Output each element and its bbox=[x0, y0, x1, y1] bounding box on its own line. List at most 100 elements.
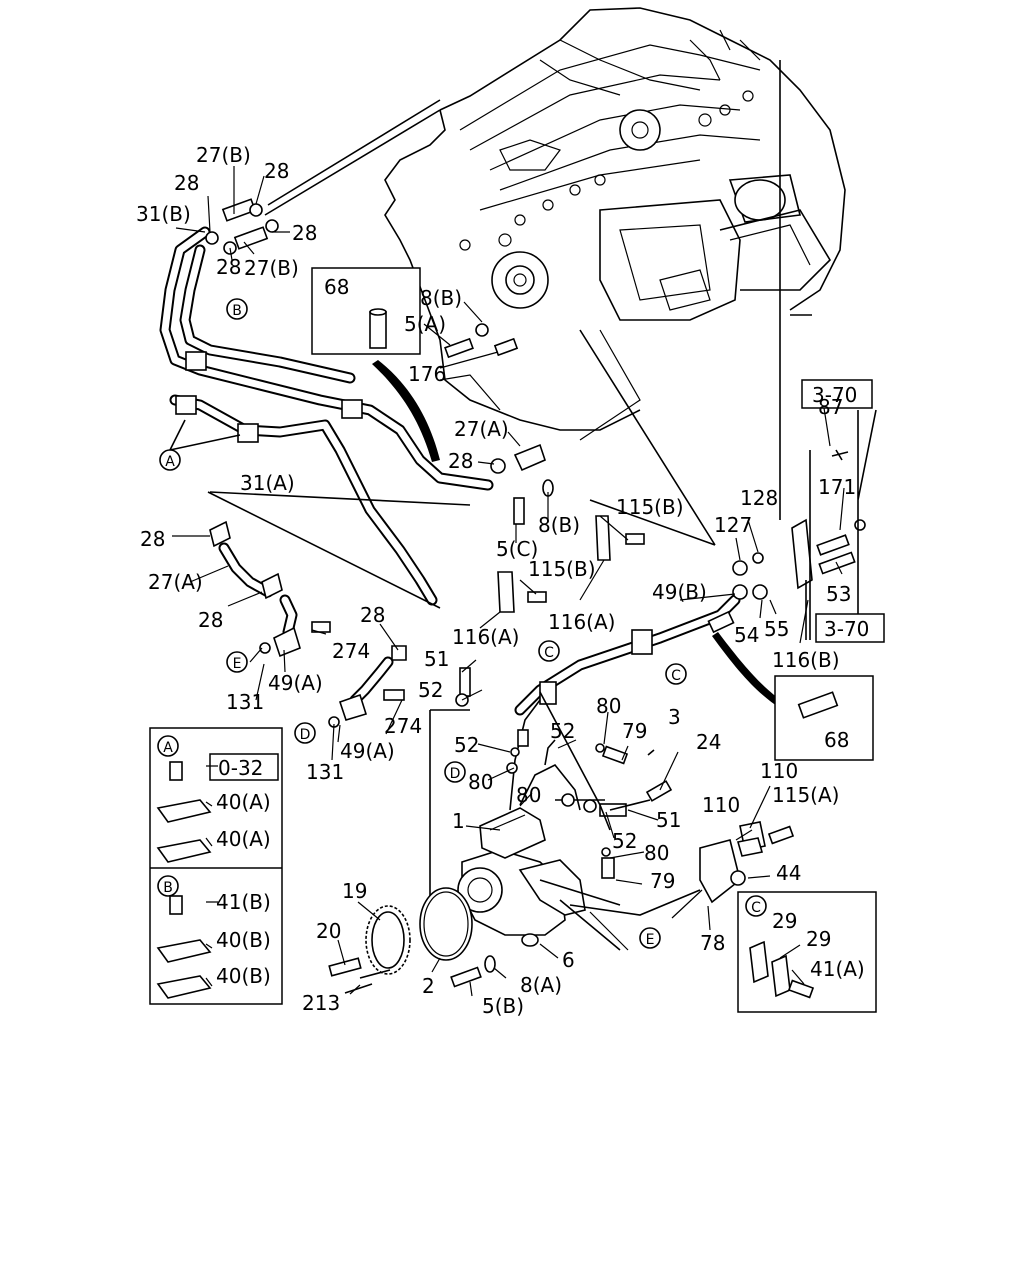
legend-b-item-3: 40(B) bbox=[216, 964, 271, 988]
marker-d-2: D bbox=[450, 766, 461, 782]
callout-28-b: 28 bbox=[174, 171, 199, 195]
part-callouts: 27(B) 28 28 31(B) 28 28 27(B) 68 8(B) 5(… bbox=[136, 143, 856, 1018]
ref-3-70-bottom: 3-70 bbox=[824, 617, 869, 641]
callout-1: 1 bbox=[452, 809, 465, 833]
callout-115b-a: 115(B) bbox=[616, 495, 684, 519]
callout-27b-b: 27(B) bbox=[244, 256, 299, 280]
callout-8b-mid: 8(B) bbox=[538, 513, 580, 537]
marker-b-1: B bbox=[232, 303, 242, 319]
legend-labels: 40(A) 40(A) 41(B) 40(B) 40(B) 29 29 41(A… bbox=[216, 790, 865, 988]
pipe-31 bbox=[159, 226, 494, 606]
callout-80-b: 80 bbox=[468, 770, 493, 794]
marker-c-1: C bbox=[544, 645, 554, 661]
legend-b-item-2: 40(B) bbox=[216, 928, 271, 952]
callout-131-b: 131 bbox=[306, 760, 344, 784]
callout-128: 128 bbox=[740, 486, 778, 510]
callout-52-c: 52 bbox=[550, 719, 575, 743]
callout-79-b: 79 bbox=[650, 869, 675, 893]
callout-49a-b: 49(A) bbox=[340, 739, 395, 763]
legend-c-item-1: 29 bbox=[772, 909, 797, 933]
callout-54: 54 bbox=[734, 623, 759, 647]
pipe-49B bbox=[514, 584, 785, 716]
callout-51-a: 51 bbox=[424, 647, 449, 671]
callout-79-a: 79 bbox=[622, 719, 647, 743]
callout-28-d: 28 bbox=[216, 255, 241, 279]
callout-176: 176 bbox=[408, 362, 446, 386]
callout-27b-top: 27(B) bbox=[196, 143, 251, 167]
callout-31a: 31(A) bbox=[240, 471, 295, 495]
fasteners-upper bbox=[444, 323, 554, 525]
engine-block-illustration bbox=[384, 7, 846, 520]
legend-a-item-1: 40(A) bbox=[216, 790, 271, 814]
marker-circles bbox=[157, 298, 767, 949]
marker-e-2: E bbox=[646, 932, 655, 948]
callout-52-d: 52 bbox=[612, 829, 637, 853]
legend-a-marker: A bbox=[163, 740, 173, 756]
marker-c-2: C bbox=[671, 668, 681, 684]
callout-80-d: 80 bbox=[644, 841, 669, 865]
inset-box-68-bottom bbox=[774, 675, 874, 761]
callout-171: 171 bbox=[818, 475, 856, 499]
callout-68-top: 68 bbox=[324, 275, 349, 299]
callout-274-b: 274 bbox=[384, 714, 422, 738]
callout-274-a: 274 bbox=[332, 639, 370, 663]
injection-pump bbox=[429, 667, 701, 988]
gear-19 bbox=[328, 887, 473, 994]
callout-115a: 115(A) bbox=[772, 783, 839, 807]
callout-20: 20 bbox=[316, 919, 341, 943]
legend-c-marker: C bbox=[751, 900, 761, 916]
callout-3: 3 bbox=[668, 705, 681, 729]
callout-80-c: 80 bbox=[516, 783, 541, 807]
inset-box-68-top bbox=[311, 267, 440, 462]
callout-55: 55 bbox=[764, 617, 789, 641]
callout-87: 87 bbox=[818, 395, 843, 419]
callout-116b: 116(B) bbox=[772, 648, 840, 672]
ref-0-32: 0-32 bbox=[218, 756, 263, 780]
callout-52-a: 52 bbox=[418, 678, 443, 702]
callout-28-a: 28 bbox=[264, 159, 289, 183]
callout-27a-top: 27(A) bbox=[454, 417, 509, 441]
bracket-110-78 bbox=[699, 821, 795, 904]
callout-110-a: 110 bbox=[760, 759, 798, 783]
marker-letters: A B C C E D D E A B C bbox=[163, 303, 761, 948]
callout-28-c: 28 bbox=[292, 221, 317, 245]
callout-5a: 5(A) bbox=[404, 312, 446, 336]
callout-8a: 8(A) bbox=[520, 973, 562, 997]
hose-27A-top bbox=[490, 443, 546, 474]
hose-27A-left bbox=[207, 491, 471, 658]
callout-78: 78 bbox=[700, 931, 725, 955]
callout-5c: 5(C) bbox=[496, 537, 538, 561]
callout-28-h: 28 bbox=[360, 603, 385, 627]
callout-6: 6 bbox=[562, 948, 575, 972]
callout-49a-a: 49(A) bbox=[268, 671, 323, 695]
callout-49b: 49(B) bbox=[652, 580, 707, 604]
callout-2: 2 bbox=[422, 974, 435, 998]
callout-131-a: 131 bbox=[226, 690, 264, 714]
legend-c-item-3: 41(A) bbox=[810, 957, 865, 981]
callout-80-a: 80 bbox=[596, 694, 621, 718]
marker-d-1: D bbox=[300, 727, 311, 743]
pipe-49A-lower bbox=[328, 645, 407, 728]
callout-27a-bottom: 27(A) bbox=[148, 570, 203, 594]
callout-19: 19 bbox=[342, 879, 367, 903]
callout-115b-b: 115(B) bbox=[528, 557, 596, 581]
callout-28-e: 28 bbox=[448, 449, 473, 473]
callout-31b: 31(B) bbox=[136, 202, 191, 226]
callout-24: 24 bbox=[696, 730, 721, 754]
hose-27B bbox=[205, 99, 441, 255]
callout-68-bottom: 68 bbox=[824, 728, 849, 752]
callout-44: 44 bbox=[776, 861, 801, 885]
marker-e-1: E bbox=[233, 656, 242, 672]
callout-8b-top: 8(B) bbox=[420, 286, 462, 310]
legend-b-item-1: 41(B) bbox=[216, 890, 271, 914]
reference-labels: 3-70 3-70 0-32 bbox=[218, 383, 869, 780]
ref-3-70-top: 3-70 bbox=[812, 383, 857, 407]
callout-53: 53 bbox=[826, 582, 851, 606]
brackets-116A-115B bbox=[497, 329, 716, 613]
callout-116a-b: 116(A) bbox=[452, 625, 519, 649]
callout-127: 127 bbox=[714, 513, 752, 537]
callout-213: 213 bbox=[302, 991, 340, 1015]
marker-a-1: A bbox=[165, 454, 175, 470]
callout-51-b: 51 bbox=[656, 808, 681, 832]
